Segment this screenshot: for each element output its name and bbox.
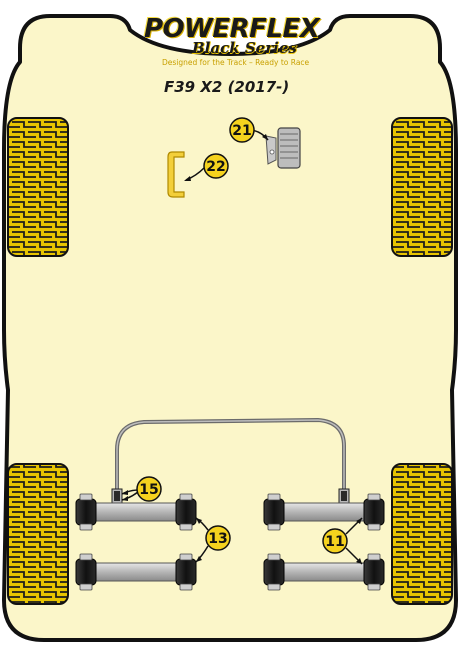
engine-mount-insert-part-21[interactable] [265,127,301,169]
callout-13-label: 13 [208,531,227,547]
model-label: F39 X2 (2017-) [164,78,290,96]
callout-22[interactable]: 22 [184,153,229,181]
callout-11[interactable]: 11 [322,517,363,565]
callout-15-label: 15 [139,482,158,498]
callout-21[interactable]: 21 [229,117,269,143]
callout-15[interactable]: 15 [121,476,162,502]
callout-11-label: 11 [325,534,344,550]
rear-right-lower-arm[interactable] [263,553,385,591]
rear-left-lower-arm[interactable] [75,553,197,591]
callout-22-label: 22 [206,159,225,175]
brand-series: Black Series [192,39,297,57]
callout-13[interactable]: 13 [195,517,231,563]
rear-left-wheel [7,463,69,605]
rear-right-wheel [391,463,453,605]
rear-right-upper-arm[interactable] [263,493,385,531]
callout-21-label: 21 [232,123,251,139]
car-body-outline [2,14,458,642]
rear-left-upper-arm[interactable] [75,493,197,531]
brand-tagline: Designed for the Track – Ready to Race [162,58,310,67]
rear-anti-roll-bar [111,417,350,504]
brand-name: POWERFLEX [144,14,320,44]
brand-logo: POWERFLEX Black Series Designed for the … [140,14,320,70]
gearbox-mount-insert-part-22[interactable] [167,151,185,198]
front-right-wheel [391,117,453,257]
front-left-wheel [7,117,69,257]
